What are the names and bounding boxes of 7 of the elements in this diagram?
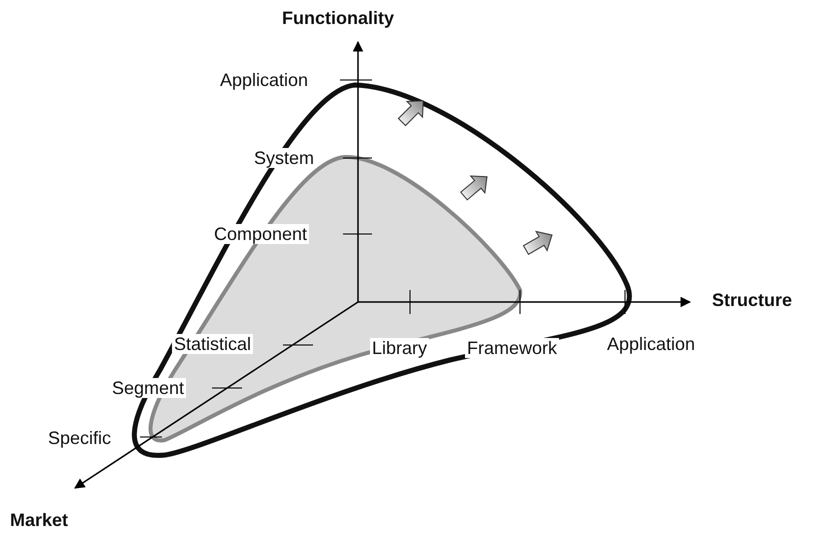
tick-label: Component [212,224,310,244]
axis-title: Functionality [280,8,396,28]
tick-label: Specific [46,428,114,448]
tick-label: Library [370,338,430,358]
tick-label: Segment [110,378,186,398]
tick-label: Statistical [172,334,254,354]
tick-label: Framework [465,338,560,358]
